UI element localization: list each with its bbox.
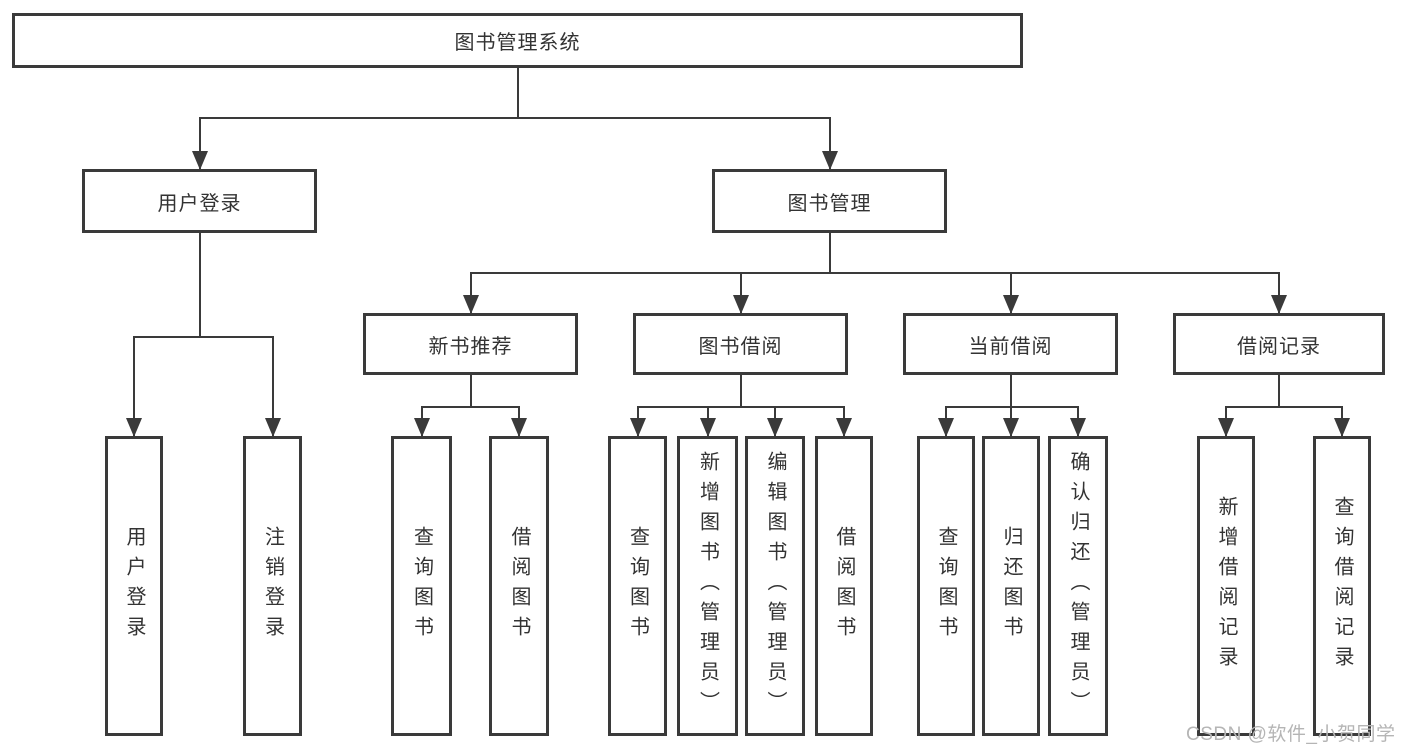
node-edit-book: 编辑图书（管理员） [745,436,805,736]
node-query-record: 查询借阅记录 [1313,436,1371,736]
node-return-book: 归还图书 [982,436,1040,736]
node-logout: 注销登录 [243,436,302,736]
node-label-return-book: 归还图书 [1000,526,1022,646]
connector-drop-book-borrow [739,273,742,313]
arrowhead-user-login [191,151,208,170]
node-label-current-borrow: 当前借阅 [968,335,1053,358]
node-root: 图书管理系统 [12,13,1023,68]
node-query-book-1: 查询图书 [391,436,452,736]
connector-rail-new-book-rec [420,406,520,408]
node-user-login: 用户登录 [82,169,317,233]
arrowhead-login [126,418,142,437]
arrowhead-borrow-book-1 [511,418,527,437]
arrowhead-query-book-3 [938,418,954,437]
node-label-confirm-return: 确认归还（管理员） [1067,451,1089,721]
node-login: 用户登录 [105,436,163,736]
connector-rail-user-login [133,336,274,338]
node-new-book-rec: 新书推荐 [363,313,578,375]
arrowhead-return-book [1003,418,1019,437]
connector-rail-current-borrow [945,406,1079,408]
node-label-user-login: 用户登录 [157,192,242,215]
node-label-query-book-2: 查询图书 [626,526,649,646]
connector-stub-book-borrow [739,375,742,407]
connector-stub-current-borrow [1009,375,1012,407]
csdn-watermark: CSDN @软件_小贺同学 [1186,724,1396,745]
connector-drop-logout [271,337,274,436]
arrowhead-book-borrow [732,295,749,314]
arrowhead-edit-book [767,418,783,437]
node-label-borrow-book-2: 借阅图书 [833,526,855,646]
node-borrow-book-1: 借阅图书 [489,436,549,736]
connector-drop-book-mgmt [828,118,831,169]
arrowhead-add-record [1218,418,1234,437]
node-query-book-3: 查询图书 [917,436,975,736]
connector-drop-current-borrow [1009,273,1012,313]
arrowhead-add-book [699,418,716,437]
arrowhead-book-mgmt [821,151,838,170]
node-book-mgmt: 图书管理 [712,169,947,233]
node-label-borrow-record: 借阅记录 [1237,335,1321,358]
arrowhead-query-record [1334,418,1350,437]
node-label-edit-book: 编辑图书（管理员） [764,451,786,721]
connector-drop-new-book-rec [469,273,472,313]
node-label-book-borrow: 图书借阅 [698,335,783,358]
node-label-query-book-1: 查询图书 [410,526,433,646]
arrowhead-logout [264,418,281,437]
node-label-book-mgmt: 图书管理 [787,192,872,215]
node-borrow-book-2: 借阅图书 [815,436,873,736]
arrowhead-borrow-record [1271,295,1287,314]
connector-stub-borrow-record [1278,375,1280,407]
node-query-book-2: 查询图书 [608,436,667,736]
arrowhead-current-borrow [1002,295,1019,314]
arrowhead-query-book-2 [629,418,646,437]
connector-rail-borrow-record [1225,406,1343,408]
arrowhead-confirm-return [1070,418,1086,437]
node-label-new-book-rec: 新书推荐 [428,335,513,358]
node-label-query-book-3: 查询图书 [935,526,957,646]
connector-stub-new-book-rec [469,375,472,407]
node-label-borrow-book-1: 借阅图书 [508,526,530,646]
connector-stub-book-mgmt [828,233,831,273]
node-label-query-record: 查询借阅记录 [1331,496,1353,676]
connector-stub-root [516,68,519,118]
node-add-record: 新增借阅记录 [1197,436,1255,736]
connector-drop-borrow-record [1278,273,1280,313]
node-confirm-return: 确认归还（管理员） [1048,436,1108,736]
connector-rail-book-mgmt [469,272,1280,274]
node-label-root: 图书管理系统 [454,32,581,54]
connector-drop-user-login [198,118,201,169]
connector-rail-root [198,117,831,119]
connector-stub-user-login [198,233,201,337]
node-borrow-record: 借阅记录 [1173,313,1385,375]
node-label-login: 用户登录 [123,526,145,646]
arrowhead-query-book-1 [413,418,430,437]
node-add-book: 新增图书（管理员） [677,436,738,736]
connector-rail-book-borrow [636,406,845,408]
node-label-add-book: 新增图书（管理员） [696,451,719,721]
node-label-logout: 注销登录 [261,526,284,646]
node-current-borrow: 当前借阅 [903,313,1118,375]
connector-drop-login [133,337,135,436]
arrowhead-new-book-rec [462,295,479,314]
node-book-borrow: 图书借阅 [633,313,848,375]
arrowhead-borrow-book-2 [836,418,852,437]
node-label-add-record: 新增借阅记录 [1215,496,1237,676]
